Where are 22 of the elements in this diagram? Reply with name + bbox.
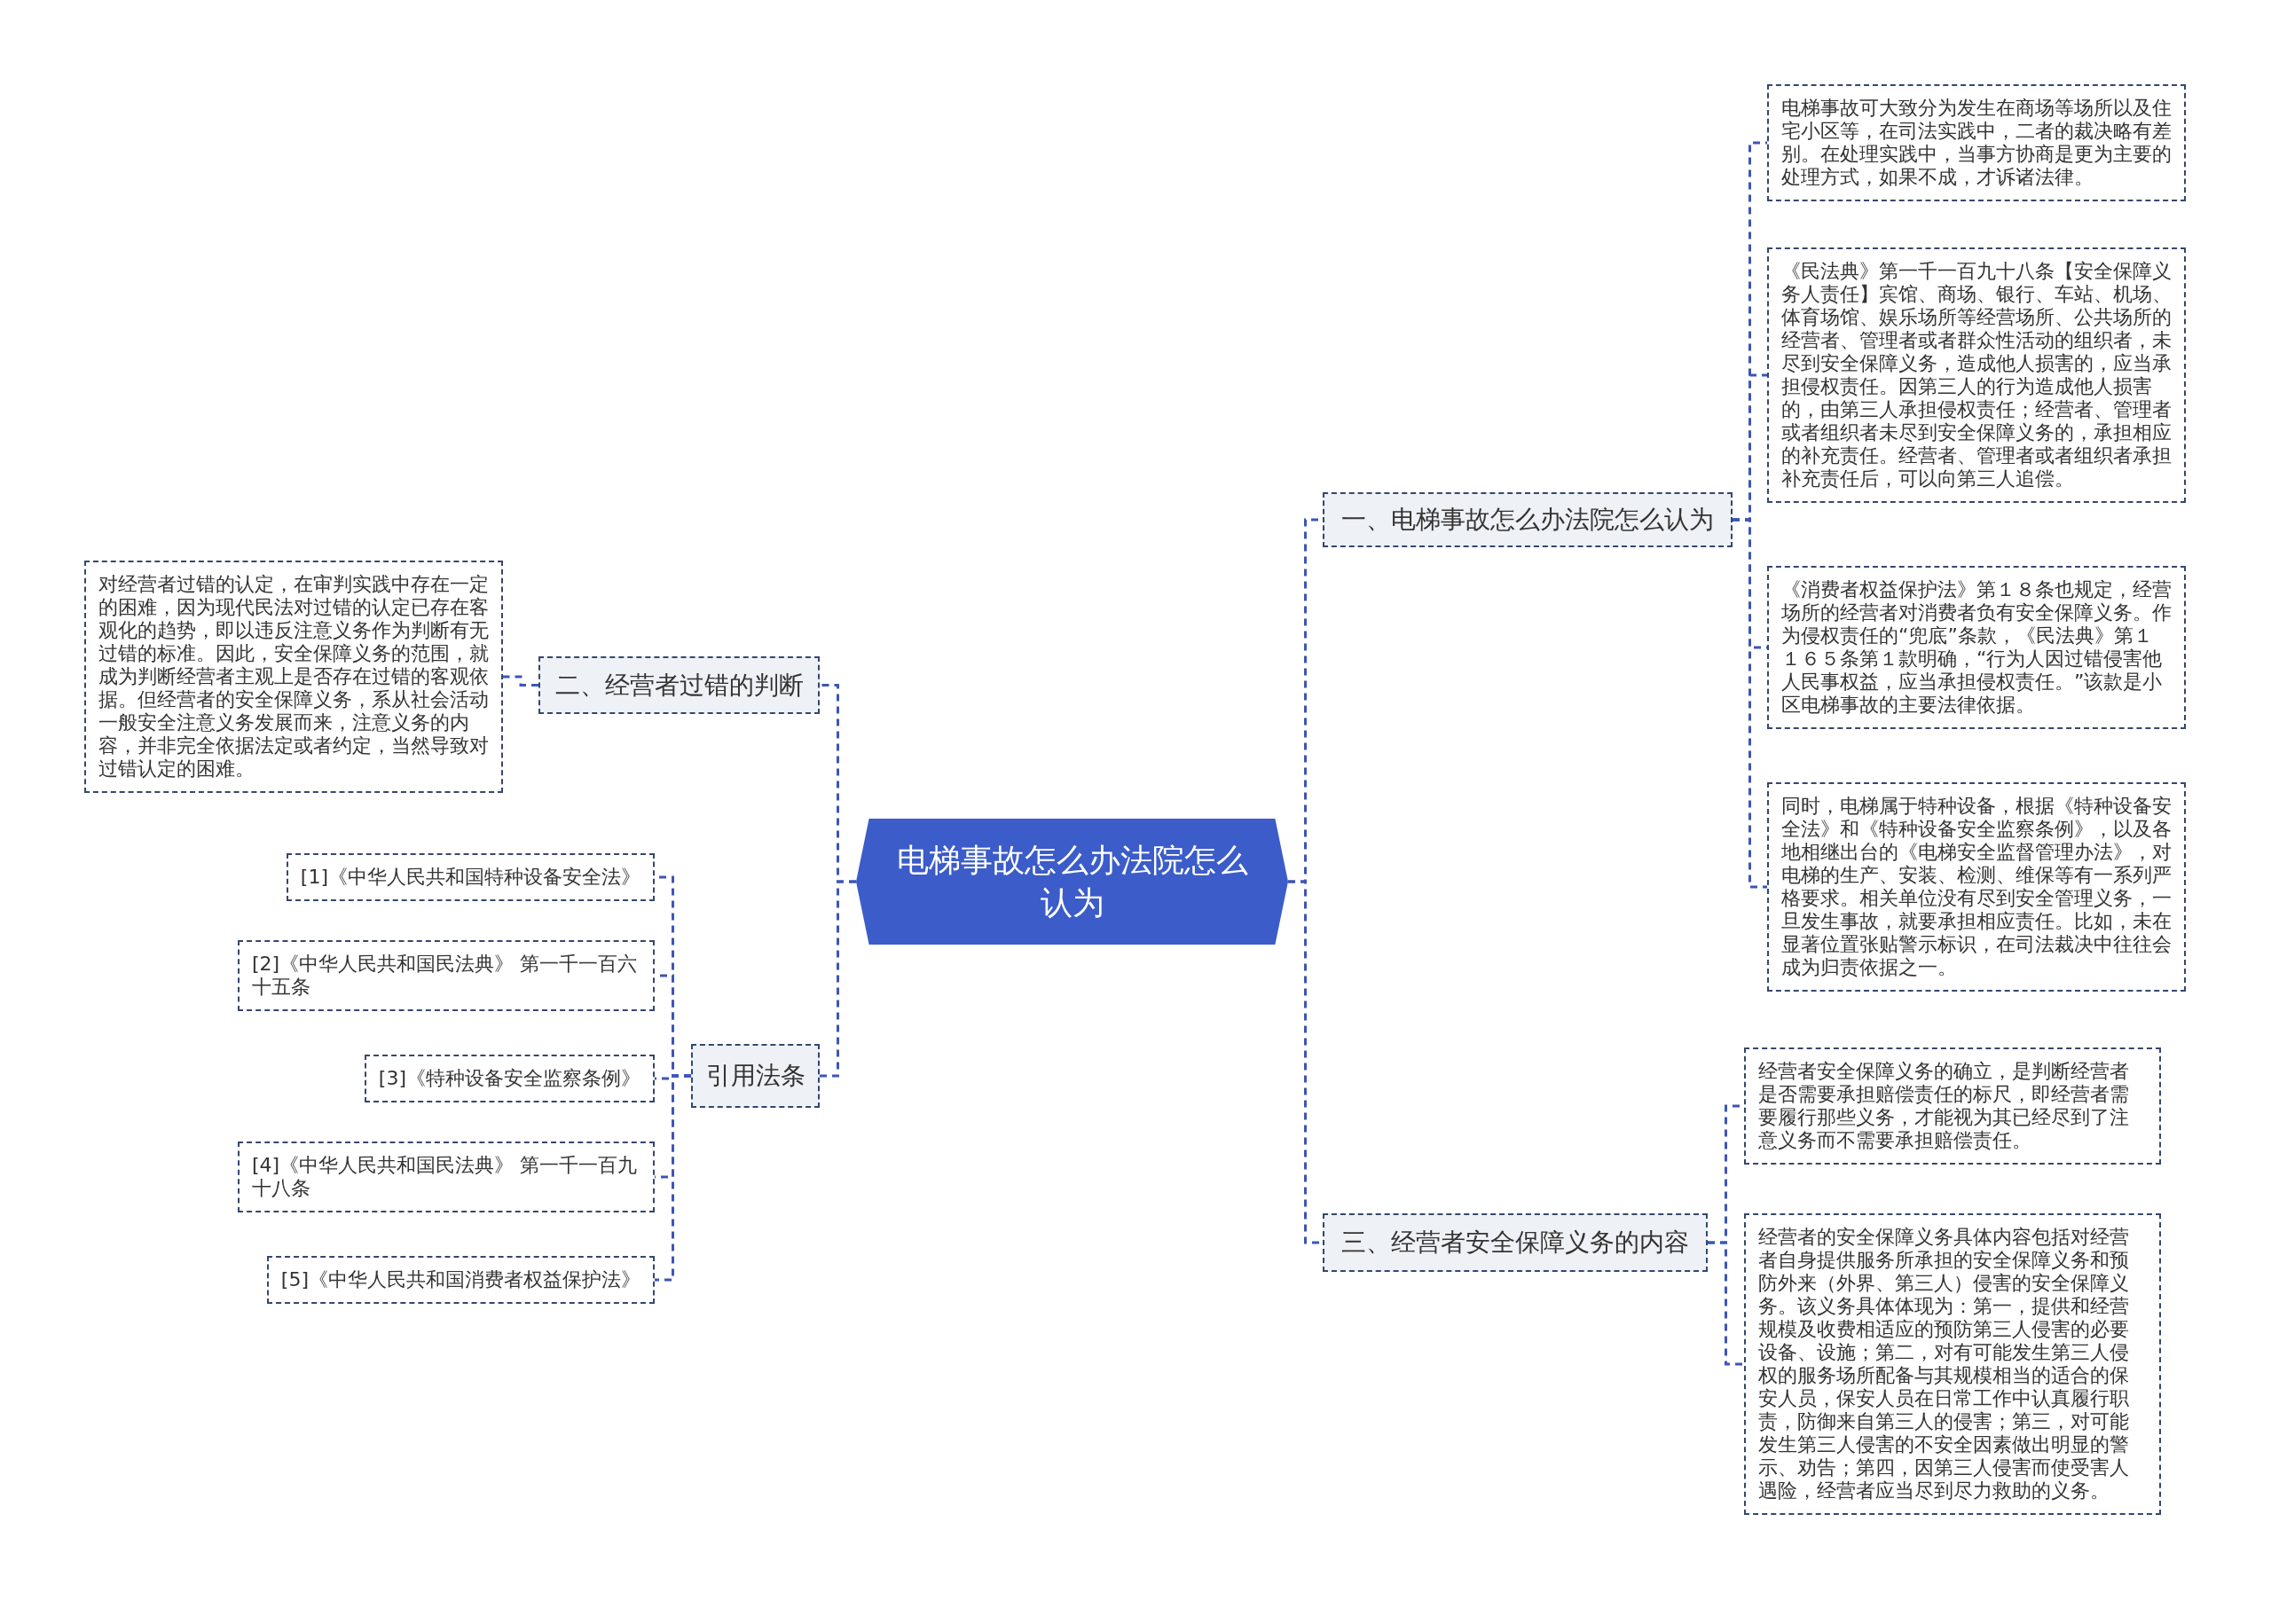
note-box: 经营者的安全保障义务具体内容包括对经营者自身提供服务所承担的安全保障义务和预防外来（外界、第三人）侵害的安全保障义务。该义务具体体现为：第一，提供和经营规模及收费相适应的预防第三人侵害的必要设备、设施；第二，对有可能发生第三人侵权的服务场所配备与其规模相当的适合的保安人员，保安人员在日常工作中认真履行职责，防御来自第三人的侵害；第三，对可能发生第三人侵害的不安全因素做出明显的警示、劝告；第四，因第三人侵害而使受害人遇险，经营者应当尽到尽力救助的义务。 (1744, 1213, 2161, 1515)
connector-line (503, 675, 538, 686)
note-box: 《民法典》第一千一百九十八条【安全保障义务人责任】宾馆、商场、银行、车站、机场、体育场馆、娱乐场所等经营场所、公共场所的经营者、管理者或者群众性活动的组织者，未尽到安全保障义务，造成他人损害的，应当承担侵权责任。因第三人的行为造成他人损害的，由第三人承担侵权责任；经营者、管理者或者组织者未尽到安全保障义务的，承担相应的补充责任。经营者、管理者或者组织者承担补充责任后，可以向第三人追偿。 (1767, 247, 2186, 503)
note-box: [5]《中华人民共和国消费者权益保护法》 (266, 1256, 655, 1304)
note-box: 《消费者权益保护法》第１８条也规定，经营场所的经营者对消费者负有安全保障义务。作为侵权责任的“兜底”条款，《民法典》第１１６５条第１款明确，“行为人因过错侵害他人民事权益，应当承担侵权责任。”该款是小区电梯事故的主要法律依据。 (1767, 566, 2186, 729)
connector-line (655, 1074, 691, 1282)
note-box: [1]《中华人民共和国特种设备安全法》 (286, 853, 655, 901)
topic-box: 引用法条 (691, 1044, 820, 1108)
note-box: 电梯事故可大致分为发生在商场等场所以及住宅小区等，在司法实践中，二者的裁决略有差别。在处理实践中，当事方协商是更为主要的处理方式，如果不成，才诉诸法律。 (1767, 84, 2186, 201)
topic-box: 三、经营者安全保障义务的内容 (1323, 1213, 1708, 1272)
note-box: [4]《中华人民共和国民法典》 第一千一百九十八条 (238, 1142, 655, 1212)
connector-line (1733, 518, 1767, 889)
note-box: [2]《中华人民共和国民法典》 第一千一百六十五条 (238, 940, 655, 1011)
note-box: 经营者安全保障义务的确立，是判断经营者是否需要承担赔偿责任的标尺，即经营者需要履行那些义务，才能视为其已经尽到了注意义务而不需要承担赔偿责任。 (1744, 1047, 2161, 1165)
connector-line (820, 880, 856, 1078)
note-box: 同时，电梯属于特种设备，根据《特种设备安全法》和《特种设备安全监察条例》，以及各地相继出台的《电梯安全监督管理办法》，对电梯的生产、安装、检测、维保等有一系列严格要求。相关单位没有尽到安全管理义务，一旦发生事故，就要承担相应责任。比如，未在显著位置张贴警示标识，在司法裁决中往往会成为归责依据之一。 (1767, 782, 2186, 992)
note-box: [3]《特种设备安全监察条例》 (364, 1055, 655, 1102)
note-box: 对经营者过错的认定，在审判实践中存在一定的困难，因为现代民法对过错的认定已存在客观化的趋势，即以违反注意义务作为判断有无过错的标准。因此，安全保障义务的范围，就成为判断经营者主观上是否存在过错的客观依据。但经营者的安全保障义务，系从社会活动一般安全注意义务发展而来，注意义务的内容，并非完全依据法定或者约定，当然导致对过错认定的困难。 (84, 561, 503, 793)
central-topic: 电梯事故怎么办法院怎么认为 (856, 819, 1288, 945)
topic-box: 一、电梯事故怎么办法院怎么认为 (1323, 492, 1733, 547)
topic-box: 二、经营者过错的判断 (538, 656, 820, 714)
connector-line (1708, 1241, 1744, 1366)
